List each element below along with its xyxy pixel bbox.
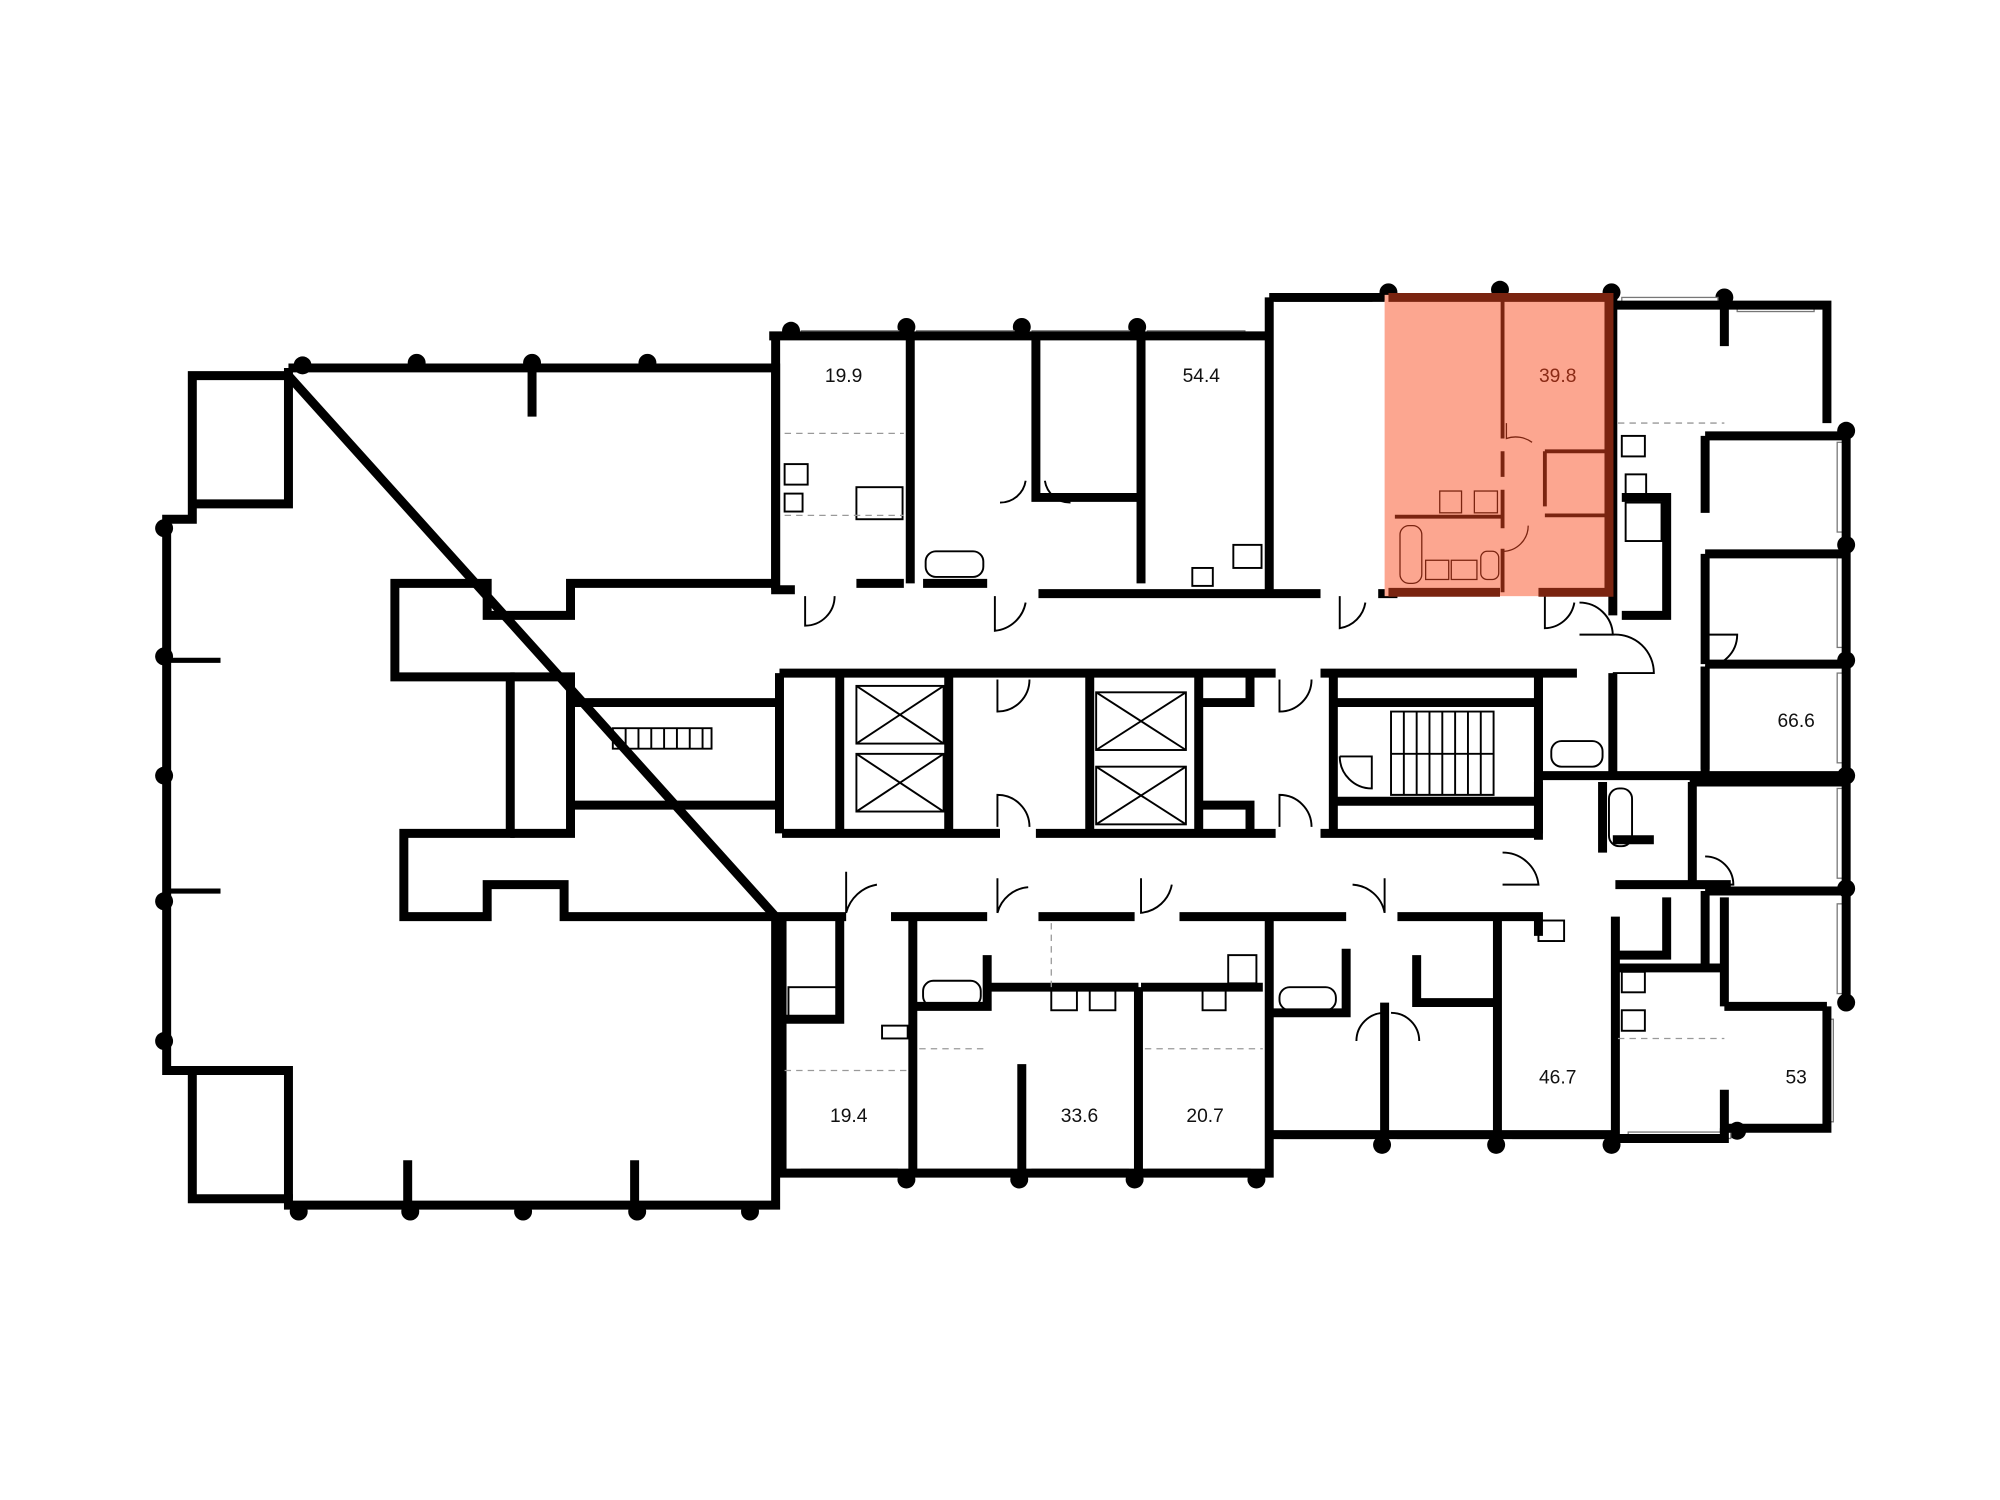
apartment-area-label[interactable]: 19.4: [830, 1106, 868, 1127]
selected-apartment-area-label[interactable]: 39.8: [1539, 366, 1576, 387]
stairs-left: [611, 727, 713, 750]
apartment-area-label[interactable]: 33.6: [1061, 1106, 1098, 1127]
elevator: [855, 752, 945, 813]
apartment-area-label[interactable]: 53: [1785, 1067, 1806, 1088]
elevator: [1095, 691, 1187, 751]
area-labels: 19.9 54.4 39.8 66.6 53 46.7 20.7 33.6 19…: [825, 366, 1815, 1127]
apartment-area-label[interactable]: 46.7: [1539, 1067, 1576, 1088]
elevator: [855, 684, 945, 745]
apartment-area-label[interactable]: 20.7: [1186, 1106, 1223, 1127]
elevators: [855, 684, 1187, 826]
kitchen-zones: [784, 422, 1725, 1072]
apartment-area-label[interactable]: 66.6: [1777, 711, 1814, 732]
apartment-area-label[interactable]: 54.4: [1183, 366, 1221, 387]
apartment-area-label[interactable]: 19.9: [825, 366, 862, 387]
residential-walls: [769, 292, 1851, 1178]
elevator: [1095, 765, 1187, 826]
left-block: [162, 363, 781, 1210]
apartment-39-8-selected[interactable]: [1384, 292, 1614, 597]
stairs-core: [1390, 710, 1495, 796]
windows: [800, 294, 1845, 1177]
doors: [804, 480, 1739, 1042]
fixtures: [783, 434, 1663, 1040]
